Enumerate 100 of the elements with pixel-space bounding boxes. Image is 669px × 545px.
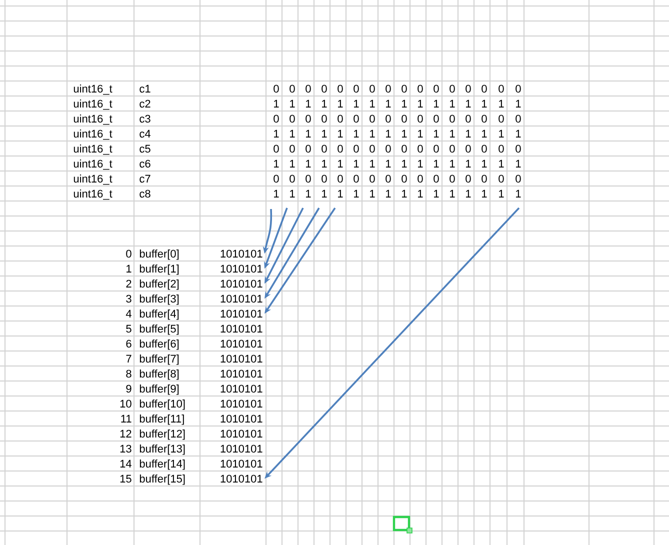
row-number: 10 xyxy=(120,400,132,408)
type-name: uint16_t xyxy=(74,100,112,110)
bit-value: 1 xyxy=(402,190,407,198)
variable-name: c2 xyxy=(140,100,150,108)
binary-value: 1010101 xyxy=(220,294,262,303)
bit-value: 1 xyxy=(450,100,455,108)
bit-value: 1 xyxy=(482,190,487,198)
array-element-name: buffer[10] xyxy=(140,400,185,410)
array-element-name: buffer[4] xyxy=(140,310,179,320)
bit-value: 0 xyxy=(402,144,407,153)
bit-value: 0 xyxy=(354,174,359,183)
bit-value: 1 xyxy=(418,190,423,198)
bit-value: 1 xyxy=(322,100,327,108)
bit-value: 1 xyxy=(386,130,391,138)
bit-value: 0 xyxy=(450,144,455,153)
binary-value: 1010101 xyxy=(220,384,262,393)
binary-value: 1010101 xyxy=(220,340,262,348)
bit-value: 1 xyxy=(466,100,471,108)
row-number: 5 xyxy=(126,324,132,333)
row-number: 3 xyxy=(126,294,132,303)
bit-value: 0 xyxy=(466,144,471,153)
variable-name: c5 xyxy=(140,144,150,153)
binary-value: 1010101 xyxy=(220,400,262,408)
array-element-name: buffer[0] xyxy=(140,250,179,260)
bit-value: 1 xyxy=(418,130,423,138)
row-number: 7 xyxy=(126,354,132,362)
bit-value: 0 xyxy=(306,114,311,123)
bit-value: 1 xyxy=(402,100,407,108)
bit-value: 1 xyxy=(466,190,471,198)
bit-value: 0 xyxy=(386,114,391,123)
bit-value: 1 xyxy=(306,190,311,198)
bit-value: 0 xyxy=(466,84,471,93)
bit-value: 0 xyxy=(338,114,343,123)
bit-value: 0 xyxy=(290,174,295,183)
bit-value: 1 xyxy=(499,160,504,168)
bit-value: 1 xyxy=(354,130,359,138)
bit-value: 0 xyxy=(322,174,327,183)
bit-value: 1 xyxy=(306,130,311,138)
bit-value: 0 xyxy=(290,114,295,123)
bit-value: 0 xyxy=(450,174,455,183)
bit-value: 1 xyxy=(274,100,279,108)
bit-value: 1 xyxy=(482,130,487,138)
array-element-name: buffer[5] xyxy=(140,324,179,335)
bit-value: 1 xyxy=(290,130,295,138)
bit-value: 0 xyxy=(306,144,311,153)
bit-value: 1 xyxy=(370,190,375,198)
bit-value: 0 xyxy=(402,114,407,123)
variable-name: c6 xyxy=(140,160,150,168)
bit-value: 1 xyxy=(370,130,375,138)
type-name: uint16_t xyxy=(74,190,112,200)
bit-value: 1 xyxy=(306,160,311,168)
bit-value: 1 xyxy=(499,130,504,138)
bit-value: 0 xyxy=(434,144,439,153)
bit-value: 0 xyxy=(450,84,455,93)
array-element-name: buffer[6] xyxy=(140,340,179,350)
bit-value: 1 xyxy=(386,190,391,198)
bit-value: 0 xyxy=(322,84,327,93)
bit-value: 0 xyxy=(386,144,391,153)
row-number: 8 xyxy=(126,370,132,378)
bit-value: 1 xyxy=(274,160,279,168)
bit-value: 1 xyxy=(499,100,504,108)
bit-value: 0 xyxy=(338,174,343,183)
bit-value: 0 xyxy=(434,114,439,123)
bit-value: 0 xyxy=(274,84,279,93)
bit-value: 0 xyxy=(466,174,471,183)
array-element-name: buffer[2] xyxy=(140,280,179,290)
bit-value: 0 xyxy=(482,84,487,93)
type-name: uint16_t xyxy=(74,130,112,140)
bit-value: 1 xyxy=(482,100,487,108)
bit-value: 0 xyxy=(354,114,359,123)
array-element-name: buffer[9] xyxy=(140,384,179,395)
binary-value: 1010101 xyxy=(220,414,262,423)
bit-value: 1 xyxy=(386,100,391,108)
bit-value: 1 xyxy=(516,190,521,198)
binary-value: 1010101 xyxy=(220,280,262,288)
bit-value: 1 xyxy=(274,130,279,138)
bit-value: 0 xyxy=(370,174,375,183)
bit-value: 0 xyxy=(274,174,279,183)
bit-value: 0 xyxy=(290,144,295,153)
binary-value: 1010101 xyxy=(220,250,262,258)
bit-value: 1 xyxy=(290,160,295,168)
bit-value: 1 xyxy=(370,160,375,168)
bit-value: 0 xyxy=(370,114,375,123)
bit-value: 0 xyxy=(450,114,455,123)
bit-value: 0 xyxy=(516,114,521,123)
array-element-name: buffer[8] xyxy=(140,370,179,380)
bit-value: 0 xyxy=(306,84,311,93)
bit-value: 0 xyxy=(402,174,407,183)
array-element-name: buffer[13] xyxy=(140,444,185,455)
array-element-name: buffer[12] xyxy=(140,430,185,440)
bit-value: 1 xyxy=(322,130,327,138)
bit-value: 1 xyxy=(466,130,471,138)
bit-value: 1 xyxy=(450,190,455,198)
bit-value: 1 xyxy=(450,130,455,138)
type-name: uint16_t xyxy=(74,174,112,185)
bit-value: 1 xyxy=(354,100,359,108)
binary-value: 1010101 xyxy=(220,354,262,363)
bit-value: 0 xyxy=(386,174,391,183)
type-name: uint16_t xyxy=(74,144,112,155)
bit-value: 1 xyxy=(338,160,343,168)
